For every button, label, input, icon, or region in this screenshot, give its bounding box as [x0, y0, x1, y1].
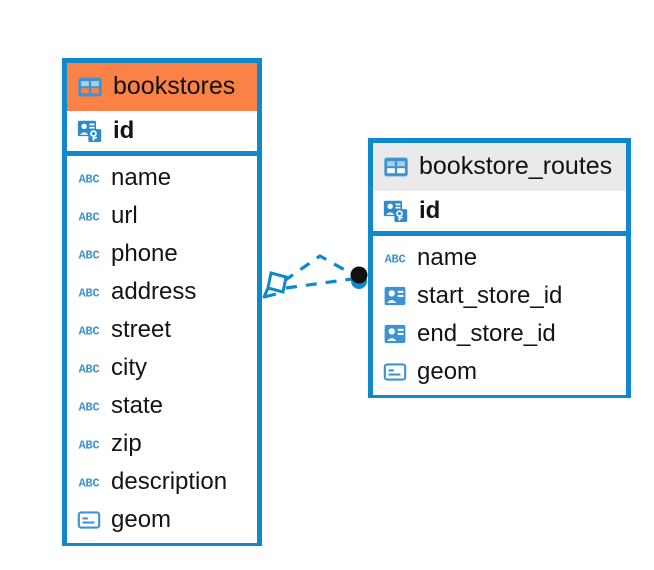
entity-header-bookstores[interactable]: bookstores [67, 63, 257, 111]
svg-text:ABC: ABC [79, 286, 100, 300]
field-row[interactable]: ABC name [76, 159, 248, 197]
primary-key-icon [77, 120, 102, 142]
field-name-description: description [111, 468, 228, 495]
field-row[interactable]: ABC city [76, 349, 248, 387]
foreign-key-icon [384, 324, 406, 344]
field-row[interactable]: ABC street [76, 311, 248, 349]
svg-text:ABC: ABC [79, 172, 100, 186]
field-name-id: id [419, 197, 441, 224]
geometry-icon [383, 363, 407, 381]
svg-text:ABC: ABC [79, 362, 100, 376]
relationship-line-lower [285, 277, 353, 290]
field-name-url: url [111, 202, 138, 229]
primary-key-icon [383, 200, 408, 222]
abc-icon: ABC [79, 324, 100, 338]
field-name-phone: phone [111, 240, 178, 267]
field-row[interactable]: ABC state [76, 387, 248, 425]
geometry-icon [77, 511, 101, 529]
svg-text:ABC: ABC [79, 438, 100, 452]
abc-icon: ABC [79, 476, 100, 490]
svg-text:ABC: ABC [79, 400, 100, 414]
abc-icon: ABC [385, 252, 406, 266]
abc-icon: ABC [79, 286, 100, 300]
field-row[interactable]: ABC phone [76, 235, 248, 273]
field-name-name: name [417, 244, 478, 271]
field-name-city: city [111, 354, 147, 381]
field-row[interactable]: end_store_id [382, 315, 617, 353]
field-name-address: address [111, 278, 197, 305]
svg-text:ABC: ABC [79, 210, 100, 224]
svg-text:ABC: ABC [79, 248, 100, 262]
crows-foot-diamond-icon [262, 271, 288, 299]
entity-header-bookstore-routes[interactable]: bookstore_routes [373, 143, 626, 191]
field-row[interactable]: ABC address [76, 273, 248, 311]
abc-icon: ABC [79, 172, 100, 186]
abc-icon: ABC [79, 438, 100, 452]
entity-title-bookstore-routes: bookstore_routes [419, 152, 613, 180]
svg-text:ABC: ABC [385, 252, 406, 266]
field-name-street: street [111, 316, 172, 343]
relationship-line-upper [283, 254, 353, 283]
field-name-name: name [111, 164, 172, 191]
field-row-primary-key[interactable]: id [373, 191, 626, 236]
abc-icon: ABC [79, 248, 100, 262]
field-row[interactable]: ABC description [76, 463, 248, 501]
field-row[interactable]: ABC zip [76, 425, 248, 463]
field-row[interactable]: ABC url [76, 197, 248, 235]
field-row[interactable]: geom [382, 353, 617, 391]
entity-title-bookstores: bookstores [113, 72, 236, 100]
svg-text:ABC: ABC [79, 476, 100, 490]
field-name-geom: geom [111, 506, 172, 533]
field-row[interactable]: geom [76, 501, 248, 539]
field-name-zip: zip [111, 430, 142, 457]
svg-text:ABC: ABC [79, 324, 100, 338]
field-row[interactable]: ABC name [382, 239, 617, 277]
field-name-state: state [111, 392, 164, 419]
field-row[interactable]: start_store_id [382, 277, 617, 315]
entity-table-bookstore-routes[interactable]: bookstore_routes id ABC name start_store_i… [368, 138, 631, 398]
abc-icon: ABC [79, 400, 100, 414]
table-icon [78, 77, 102, 96]
field-row-primary-key[interactable]: id [67, 111, 257, 156]
abc-icon: ABC [79, 210, 100, 224]
table-icon [384, 157, 408, 176]
foreign-key-icon [384, 286, 406, 306]
filled-dot-endpoint-icon [350, 266, 368, 289]
field-name-start-store-id: start_store_id [417, 282, 563, 309]
field-name-id: id [113, 117, 135, 144]
field-name-geom: geom [417, 358, 478, 385]
field-name-end-store-id: end_store_id [417, 320, 556, 347]
abc-icon: ABC [79, 362, 100, 376]
